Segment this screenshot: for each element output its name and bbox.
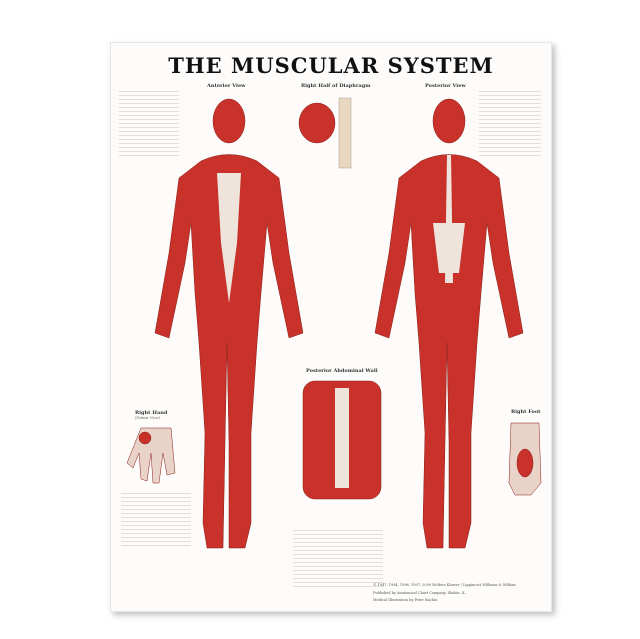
abdominal-key-list	[293, 528, 383, 588]
abdominal-wall-illustration	[302, 380, 382, 500]
anterior-figure	[154, 98, 304, 549]
anatomy-illustrations	[126, 97, 542, 549]
diaphragm-heading: Right Half of Diaphragm	[301, 83, 371, 89]
hand-key-list	[121, 491, 191, 546]
anterior-view-heading: Anterior View	[207, 83, 246, 89]
right-hand-subheading: (Palmar View)	[135, 416, 160, 420]
posterior-key-list	[479, 89, 541, 159]
abdominal-wall-heading: Posterior Abdominal Wall	[306, 368, 378, 374]
anterior-key-list	[119, 89, 179, 159]
right-foot-heading: Right Foot	[511, 409, 541, 415]
illustrator-text: Medical Illustration by Peter Bachin	[373, 598, 438, 602]
right-hand-heading: Right Hand	[135, 410, 168, 416]
right-hand-illustration	[126, 427, 176, 484]
posterior-view-heading: Posterior View	[425, 83, 466, 89]
publisher-text: Published by Anatomical Chart Company, S…	[373, 591, 466, 595]
right-foot-illustration	[508, 422, 542, 496]
diaphragm-illustration	[298, 97, 352, 169]
posterior-figure	[374, 98, 524, 549]
poster-title: THE MUSCULAR SYSTEM	[168, 53, 494, 78]
copyright-text: © 1947, 1994, 1996, 1997, 2000 Wolters K…	[373, 583, 516, 587]
muscular-system-poster: THE MUSCULAR SYSTEM Anterior View Right …	[110, 42, 552, 612]
